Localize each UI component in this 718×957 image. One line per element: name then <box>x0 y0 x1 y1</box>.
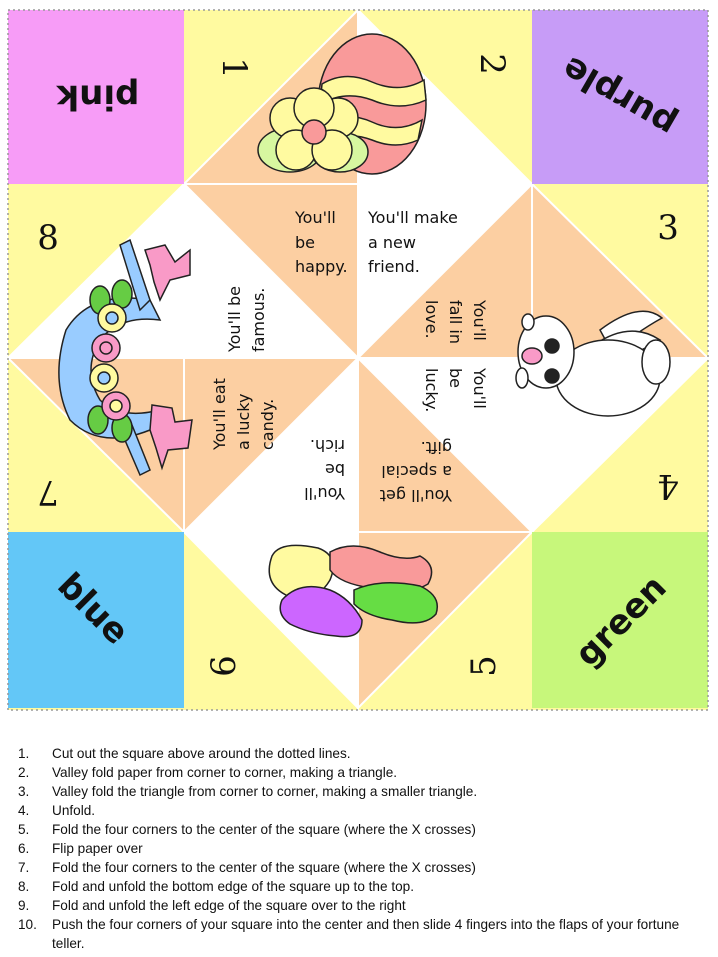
instruction-step: 9. Fold and unfold the left edge of the s… <box>18 896 698 915</box>
number-6: 6 <box>204 655 244 677</box>
svg-text:You'll: You'll <box>470 367 489 409</box>
instruction-step: 4. Unfold. <box>18 801 698 820</box>
instruction-step: 3. Valley fold the triangle from corner t… <box>18 782 698 801</box>
corner-blue <box>8 532 184 708</box>
flower-basket-icon <box>58 238 193 477</box>
corner-purple <box>532 10 708 184</box>
step-text: Valley fold paper from corner to corner,… <box>52 765 398 780</box>
svg-text:You'll: You'll <box>470 299 489 341</box>
svg-text:lucky.: lucky. <box>422 368 441 412</box>
step-text: Valley fold the triangle from corner to … <box>52 784 478 799</box>
instruction-step: 1. Cut out the square above around the do… <box>18 744 698 763</box>
svg-text:be: be <box>325 460 345 479</box>
svg-text:gift.: gift. <box>421 438 452 457</box>
number-4: 4 <box>657 466 679 506</box>
svg-text:love.: love. <box>422 300 441 339</box>
instruction-step: 2. Valley fold paper from corner to corne… <box>18 763 698 782</box>
fortune-lucky: You'll be lucky. <box>422 367 489 412</box>
inner-diamond <box>5 7 711 711</box>
step-number: 4. <box>18 803 30 818</box>
instruction-step: 5. Fold the four corners to the center of… <box>18 820 698 839</box>
instruction-step: 8. Fold and unfold the bottom edge of the… <box>18 877 698 896</box>
step-text: Fold the four corners to the center of t… <box>52 822 476 837</box>
cut-border <box>7 9 709 711</box>
svg-text:fall in: fall in <box>446 300 465 344</box>
fortune-famous: You'll be famous. <box>225 286 268 353</box>
number-1: 1 <box>214 57 254 79</box>
step-number: 3. <box>18 784 30 799</box>
svg-text:You'll get: You'll get <box>380 486 453 505</box>
fortune-rich: You'll be rich. <box>304 436 346 503</box>
svg-text:a new: a new <box>368 233 416 252</box>
svg-text:friend.: friend. <box>368 257 420 276</box>
step-text: Unfold. <box>52 803 96 818</box>
step-text: Fold and unfold the left edge of the squ… <box>52 898 406 913</box>
color-word-pink: pink <box>55 77 139 117</box>
instruction-step: 7. Fold the four corners to the center of… <box>18 858 698 877</box>
fortune-happy: You'll be happy. <box>294 208 348 276</box>
jellybeans-icon <box>268 544 438 638</box>
step-text: Cut out the square above around the dott… <box>52 746 351 761</box>
fortune-teller-sheet: pink purple blue green 1 2 3 4 5 6 7 8 Y… <box>5 7 711 711</box>
svg-text:a special: a special <box>381 462 452 481</box>
svg-text:You'll be: You'll be <box>225 286 244 353</box>
instruction-step: 10. Push the four corners of your square … <box>18 915 698 953</box>
instructions-list: 1. Cut out the square above around the do… <box>18 744 698 953</box>
fortune-candy: You'll eat a lucky candy. <box>210 378 277 451</box>
fortune-friend: You'll make a new friend. <box>367 208 458 276</box>
step-number: 5. <box>18 822 30 837</box>
step-number: 8. <box>18 879 30 894</box>
fortune-love: You'll fall in love. <box>422 299 489 344</box>
svg-text:You'll make: You'll make <box>367 208 458 227</box>
corner-pink <box>8 10 184 184</box>
corner-green <box>532 532 708 708</box>
easter-egg-icon <box>257 33 427 175</box>
step-number: 10. <box>18 917 37 932</box>
svg-text:happy.: happy. <box>295 257 348 276</box>
svg-text:a lucky: a lucky <box>234 394 253 450</box>
svg-text:be: be <box>295 233 315 252</box>
svg-text:You'll: You'll <box>304 484 346 503</box>
step-number: 2. <box>18 765 30 780</box>
fortune-gift: You'll get a special gift. <box>380 438 453 505</box>
instruction-step: 6. Flip paper over <box>18 839 698 858</box>
svg-text:famous.: famous. <box>249 288 268 352</box>
svg-text:rich.: rich. <box>310 436 345 455</box>
step-number: 9. <box>18 898 30 913</box>
step-number: 1. <box>18 746 30 761</box>
svg-text:be: be <box>446 368 465 388</box>
number-7: 7 <box>37 472 59 512</box>
step-text: Fold the four corners to the center of t… <box>52 860 476 875</box>
step-number: 7. <box>18 860 30 875</box>
svg-text:You'll eat: You'll eat <box>210 378 229 451</box>
number-3: 3 <box>657 208 679 248</box>
bunny-icon <box>515 310 671 417</box>
number-2: 2 <box>472 53 512 75</box>
step-text: Push the four corners of your square int… <box>52 917 680 951</box>
svg-text:candy.: candy. <box>258 399 277 450</box>
number-5: 5 <box>464 655 504 677</box>
step-text: Flip paper over <box>52 841 143 856</box>
step-number: 6. <box>18 841 30 856</box>
step-text: Fold and unfold the bottom edge of the s… <box>52 879 415 894</box>
number-8: 8 <box>37 218 59 258</box>
svg-text:You'll: You'll <box>294 208 336 227</box>
